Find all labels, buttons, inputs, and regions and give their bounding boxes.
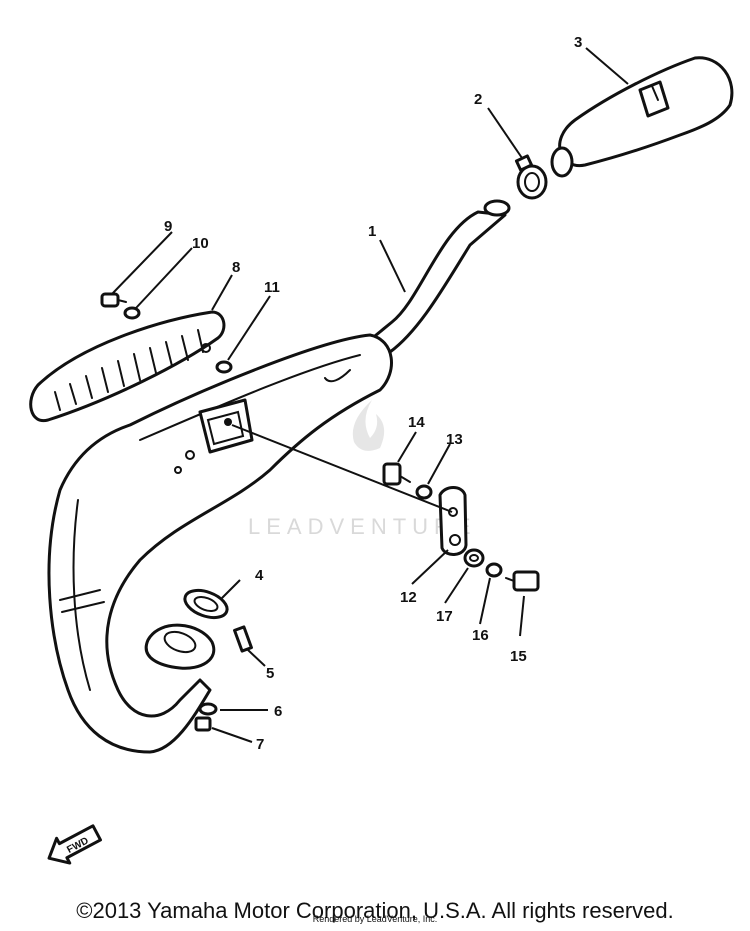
washer-13 <box>415 484 433 500</box>
callout-labels: 1 2 3 4 5 6 7 8 9 10 11 12 13 14 15 16 1… <box>164 34 582 753</box>
callout-1: 1 <box>368 223 376 240</box>
rendered-by-note: Rendered by LeadVenture, Inc. <box>312 914 438 924</box>
bolt-15 <box>505 570 540 592</box>
washer-16 <box>485 562 503 578</box>
callout-12: 12 <box>400 589 417 606</box>
exhaust-flange <box>144 623 216 670</box>
callout-15: 15 <box>510 648 527 665</box>
leader-lines <box>111 47 629 743</box>
callout-10: 10 <box>192 235 209 252</box>
callout-8: 8 <box>232 259 240 276</box>
copyright-notice: ©2013 Yamaha Motor Corporation, U.S.A. A… <box>76 898 674 923</box>
heat-guard <box>29 310 226 423</box>
bracket-12 <box>438 486 468 556</box>
callout-13: 13 <box>446 431 463 448</box>
alignment-line <box>231 424 453 513</box>
exhaust-pipe <box>47 199 511 754</box>
callout-4: 4 <box>255 567 264 584</box>
washer-10 <box>123 306 141 320</box>
spacer-17 <box>463 548 485 568</box>
callout-6: 6 <box>274 703 282 720</box>
callout-11: 11 <box>264 279 280 296</box>
washer-6 <box>198 702 218 716</box>
callout-3: 3 <box>574 34 582 51</box>
bolt-9 <box>100 292 127 308</box>
stud-5 <box>233 625 253 653</box>
watermark: LEADVENTURE <box>248 400 477 539</box>
callout-9: 9 <box>164 218 172 235</box>
clamp <box>514 154 548 200</box>
gasket-4 <box>183 588 229 620</box>
forward-direction-badge: FWD <box>47 824 102 865</box>
callout-17: 17 <box>436 608 453 625</box>
nut-7 <box>194 716 212 732</box>
washer-11 <box>215 360 233 374</box>
callout-7: 7 <box>256 736 264 753</box>
bolt-14 <box>382 462 411 486</box>
callout-5: 5 <box>266 665 274 682</box>
muffler <box>550 56 734 178</box>
callout-16: 16 <box>472 627 489 644</box>
watermark-text: LEADVENTURE <box>248 514 477 539</box>
callout-14: 14 <box>408 414 425 431</box>
callout-2: 2 <box>474 91 482 108</box>
